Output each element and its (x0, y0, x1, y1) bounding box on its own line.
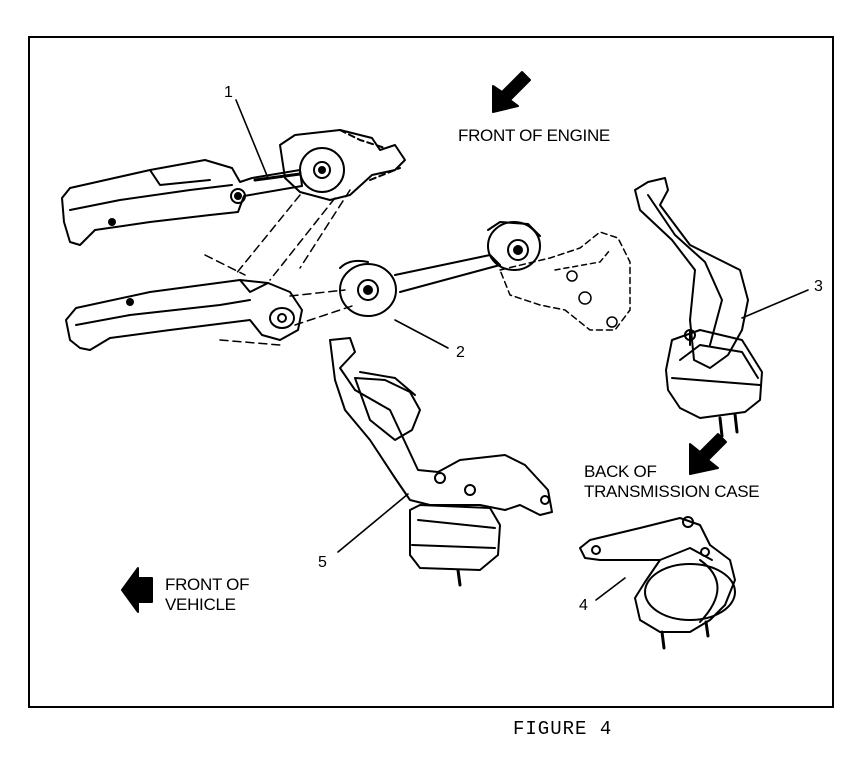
callout-5: 5 (318, 554, 327, 571)
engine-mount-5 (329, 337, 553, 587)
arrow-front-engine-icon (492, 71, 531, 113)
alignment-lines-upper (204, 189, 351, 281)
back-of-transmission-label: BACK OF TRANSMISSION CASE (584, 462, 760, 501)
engine-mount-4 (579, 516, 736, 650)
figure-frame (28, 36, 834, 708)
front-of-engine-label: FRONT OF ENGINE (458, 126, 610, 145)
arrow-back-transmission-icon (689, 433, 727, 475)
figure-caption: FIGURE 4 (513, 718, 613, 740)
callout-1: 1 (224, 84, 233, 101)
upper-bushing-mount (279, 129, 406, 201)
front-of-vehicle-label: FRONT OF VEHICLE (165, 575, 250, 614)
arrow-front-vehicle-icon (121, 567, 153, 613)
right-bushing-mount (487, 221, 541, 271)
transmission-mount-bracket-sketch (499, 231, 631, 331)
callout-4: 4 (579, 597, 588, 614)
callout-3: 3 (814, 278, 823, 295)
alignment-lines-lower (219, 289, 356, 346)
transmission-mount-3 (634, 177, 763, 438)
callout-leaders (235, 99, 809, 601)
middle-bushing-rod (339, 254, 501, 317)
lower-engine-bracket (65, 279, 303, 351)
upper-engine-bracket (61, 159, 303, 246)
callout-2: 2 (456, 344, 465, 361)
